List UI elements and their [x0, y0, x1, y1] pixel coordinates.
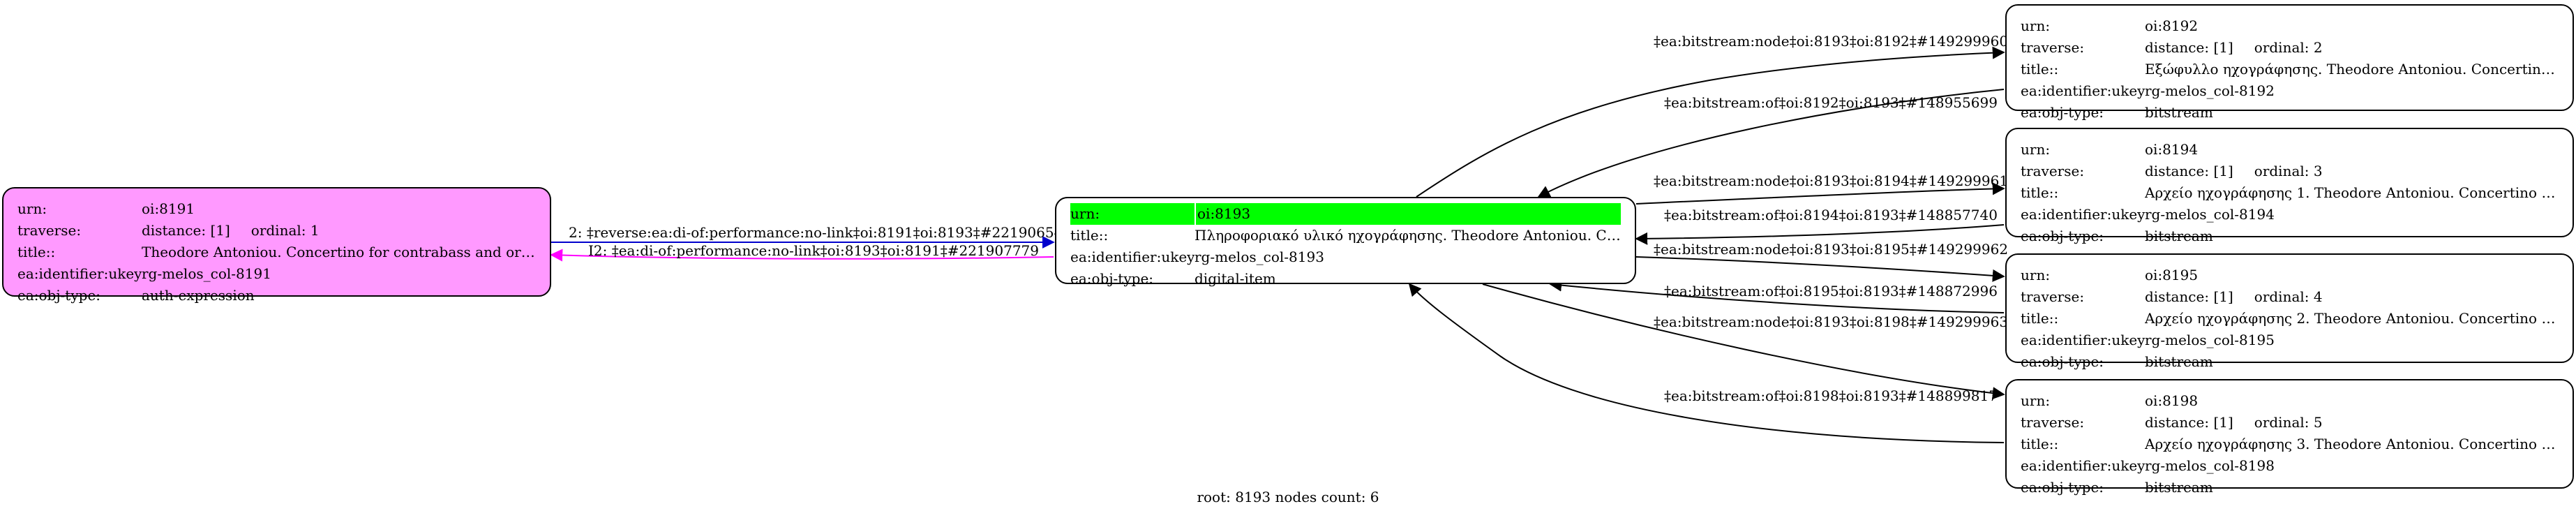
field-obj-type: ea:obj-type:bitstream	[2021, 104, 2213, 121]
field-traverse: traverse:distance: [1]ordinal: 2	[2021, 39, 2323, 56]
edge-label-8191-to-8193: 2: ‡reverse:ea:di-of:performance:no-link…	[569, 224, 1072, 241]
edge-label-8198-to-8193: ‡ea:bitstream:of‡oi:8198‡oi:8193‡#148899…	[1664, 387, 1998, 404]
field-title: title::Αρχείο ηχογράφησης 3. Theodore An…	[2021, 436, 2559, 452]
edge-8195-to-8193	[1549, 279, 2005, 313]
field-urn: urn:oi:8198	[2021, 392, 2199, 409]
field-urn: urn:oi:8195	[2021, 267, 2199, 283]
edge-label-8193-to-8191: I2: ‡ea:di-of:performance:no-link‡oi:819…	[588, 242, 1040, 259]
field-title: title::Αρχείο ηχογράφησης 1. Theodore An…	[2021, 184, 2559, 201]
node-8193-root[interactable]: urn:oi:8193 title::Πληροφοριακό υλικό ηχ…	[1055, 197, 1636, 287]
edge-8193-to-8195	[1635, 256, 2005, 282]
node-8192[interactable]: urn:oi:8192 traverse:distance: [1]ordina…	[2005, 4, 2574, 121]
field-title: title::Theodore Antoniou. Concertino for…	[17, 244, 536, 260]
edge-8193-to-8192	[1416, 46, 2005, 198]
field-traverse: traverse:distance: [1]ordinal: 1	[17, 222, 320, 239]
field-title: title::Πληροφοριακό υλικό ηχογράφησης. T…	[1070, 227, 1621, 244]
field-obj-type: ea:obj-type:bitstream	[2021, 228, 2213, 244]
field-title: title::Εξώφυλλο ηχογράφησης. Theodore An…	[2021, 61, 2559, 77]
field-obj-type: ea:obj-type:bitstream	[2021, 353, 2213, 370]
field-obj-type: ea:obj-type:digital-item	[1070, 270, 1276, 287]
graph-footer: root: 8193 nodes count: 6	[1197, 489, 1379, 505]
edge-label-8193-to-8195: ‡ea:bitstream:node‡oi:8193‡oi:8195‡#1492…	[1654, 241, 2009, 258]
edge-8193-to-8194	[1635, 182, 2005, 205]
edge-8193-to-8191	[550, 249, 1054, 262]
edge-8192-to-8193	[1537, 89, 2005, 198]
edge-8193-to-8198	[1482, 283, 2005, 400]
field-traverse: traverse:distance: [1]ordinal: 3	[2021, 163, 2323, 179]
node-8191[interactable]: urn:oi:8191 traverse:distance: [1]ordina…	[2, 187, 551, 304]
edge-8194-to-8193	[1635, 224, 2005, 245]
field-traverse: traverse:distance: [1]ordinal: 5	[2021, 414, 2323, 431]
edge-label-8195-to-8193: ‡ea:bitstream:of‡oi:8195‡oi:8193‡#148872…	[1664, 283, 1998, 299]
field-title: title::Αρχείο ηχογράφησης 2. Theodore An…	[2021, 310, 2559, 327]
edge-8198-to-8193	[1408, 283, 2005, 443]
edge-label-8193-to-8198: ‡ea:bitstream:node‡oi:8193‡oi:8198‡#1492…	[1654, 313, 2009, 330]
edge-label-8192-to-8193: ‡ea:bitstream:of‡oi:8192‡oi:8193‡#148955…	[1664, 94, 1998, 111]
field-obj-type: ea:obj-type:auth-expression	[17, 287, 255, 304]
edge-label-8193-to-8192: ‡ea:bitstream:node‡oi:8193‡oi:8192‡#1492…	[1654, 33, 2009, 50]
edge-label-8194-to-8193: ‡ea:bitstream:of‡oi:8194‡oi:8193‡#148857…	[1664, 207, 1998, 223]
node-8194[interactable]: urn:oi:8194 traverse:distance: [1]ordina…	[2005, 128, 2574, 244]
node-8195[interactable]: urn:oi:8195 traverse:distance: [1]ordina…	[2005, 253, 2574, 370]
field-obj-type: ea:obj-type:bitstream	[2021, 479, 2213, 496]
field-urn: urn:oi:8194	[2021, 141, 2199, 158]
field-urn: urn:oi:8193	[1070, 203, 1621, 225]
field-traverse: traverse:distance: [1]ordinal: 4	[2021, 288, 2323, 305]
field-urn: urn:oi:8192	[2021, 17, 2199, 34]
node-8198[interactable]: urn:oi:8198 traverse:distance: [1]ordina…	[2005, 379, 2574, 496]
field-urn: urn:oi:8191	[17, 200, 195, 217]
edge-label-8193-to-8194: ‡ea:bitstream:node‡oi:8193‡oi:8194‡#1492…	[1654, 172, 2009, 189]
